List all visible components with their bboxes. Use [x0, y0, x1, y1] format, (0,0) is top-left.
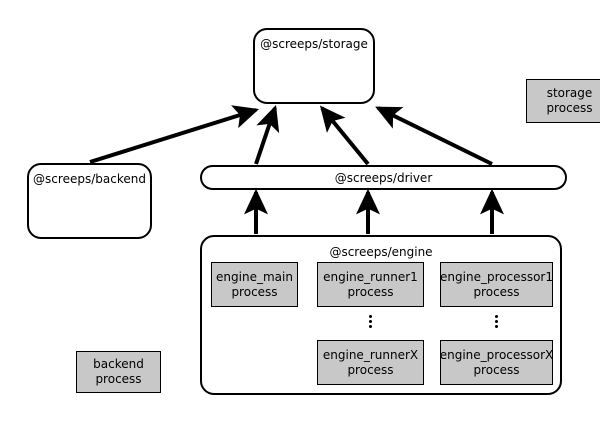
package-engine-label: @screeps/engine: [329, 245, 433, 259]
package-driver[interactable]: @screeps/driver: [200, 165, 567, 190]
process-storage-name: storage: [546, 86, 593, 100]
process-engine-runner1-kind: process: [347, 284, 394, 299]
package-backend[interactable]: @screeps/backend backend process: [27, 163, 161, 393]
process-engine-runnerx-kind: process: [347, 362, 394, 377]
process-engine-processor1-kind: process: [473, 284, 520, 299]
ellipsis-runner-icon: [369, 315, 372, 328]
process-engine-main-name: engine_main: [216, 269, 293, 284]
process-engine-processorx[interactable]: engine_processorX process: [440, 340, 553, 385]
process-backend-kind: process: [95, 372, 142, 386]
package-storage-label: @screeps/storage: [260, 37, 368, 51]
package-storage[interactable]: @screeps/storage storage process: [253, 28, 600, 123]
process-engine-runner1[interactable]: engine_runner1 process: [317, 262, 424, 307]
process-backend[interactable]: backend process: [76, 351, 161, 393]
process-storage[interactable]: storage process: [526, 79, 600, 123]
process-engine-runnerx[interactable]: engine_runnerX process: [317, 340, 424, 385]
process-engine-processorx-name: engine_processorX: [439, 347, 554, 362]
package-backend-label: @screeps/backend: [33, 172, 146, 186]
process-engine-processorx-kind: process: [473, 362, 520, 377]
edge-driver-to-storage-3: [375, 106, 493, 166]
ellipsis-processor-icon: [495, 315, 498, 328]
process-engine-runner1-name: engine_runner1: [323, 269, 418, 284]
process-engine-processor1[interactable]: engine_processor1 process: [440, 262, 553, 307]
edge-driver-to-storage-2: [319, 105, 370, 166]
edge-backend-to-storage: [89, 105, 260, 164]
package-driver-label: @screeps/driver: [334, 170, 433, 185]
process-engine-main-kind: process: [231, 284, 278, 299]
edge-driver-to-storage-1: [254, 104, 280, 165]
process-storage-kind: process: [546, 101, 593, 115]
process-engine-processor1-name: engine_processor1: [440, 269, 553, 284]
process-backend-name: backend: [93, 357, 144, 371]
process-engine-main[interactable]: engine_main process: [211, 262, 298, 307]
process-engine-runnerx-name: engine_runnerX: [322, 347, 419, 362]
